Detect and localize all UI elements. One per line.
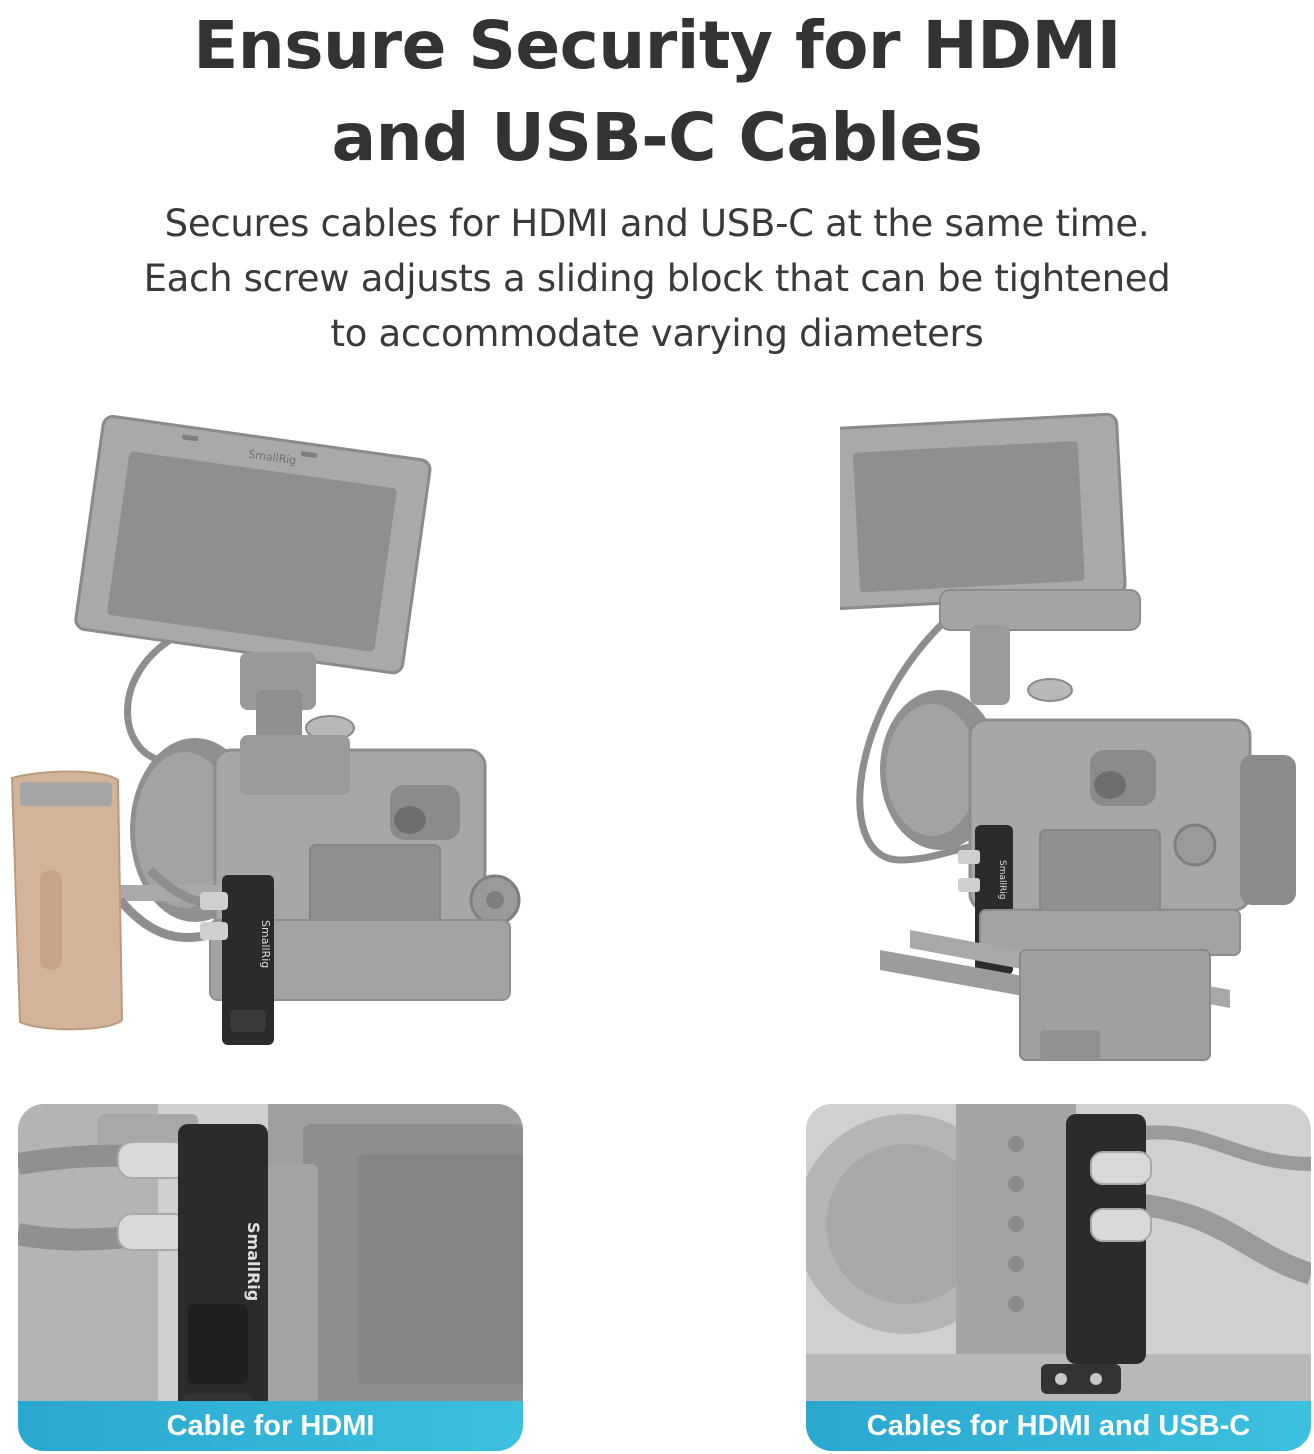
camera-rig-right-graphic: SmallRig <box>815 412 1296 1061</box>
caption-bar-right: Cables for HDMI and USB-C <box>806 1401 1311 1451</box>
title-line-1: Ensure Security for HDMI <box>193 7 1121 84</box>
description-line-3: to accommodate varying diameters <box>330 312 984 355</box>
hdmi-clamp-closeup: SmallRig <box>18 1104 523 1451</box>
caption-bar-left: Cable for HDMI <box>18 1401 523 1451</box>
hdmi-usbc-clamp-closeup <box>806 1104 1311 1451</box>
clamp-brand-label-closeup: SmallRig <box>244 1222 263 1301</box>
description: Secures cables for HDMI and USB-C at the… <box>0 196 1314 361</box>
card-caption-hdmi: Cable for HDMI <box>166 1409 375 1442</box>
clamp-brand-label-left: SmallRig <box>259 920 272 968</box>
description-line-1: Secures cables for HDMI and USB-C at the… <box>164 202 1150 245</box>
clamp-brand-label-right: SmallRig <box>997 860 1007 899</box>
page-title: Ensure Security for HDMI and USB-C Cable… <box>0 0 1314 184</box>
field-monitor: SmallRig <box>74 415 432 675</box>
field-monitor-right <box>815 412 1127 611</box>
camera-rig-left-graphic: SmallRig SmallRig <box>10 415 521 1045</box>
camera-rig-with-baseplate-illustration: SmallRig <box>815 390 1314 1080</box>
hdmi-detail-card: SmallRig Cable for HDMI <box>18 1104 523 1451</box>
camera-rig-with-handle-illustration: SmallRig SmallRig <box>0 400 560 1060</box>
hdmi-usbc-detail-card: Cables for HDMI and USB-C <box>806 1104 1311 1451</box>
description-line-2: Each screw adjusts a sliding block that … <box>143 257 1171 300</box>
title-line-2: and USB-C Cables <box>331 99 983 176</box>
cable-clamp-left: SmallRig <box>200 875 274 1045</box>
card-caption-hdmi-usbc: Cables for HDMI and USB-C <box>866 1409 1251 1442</box>
